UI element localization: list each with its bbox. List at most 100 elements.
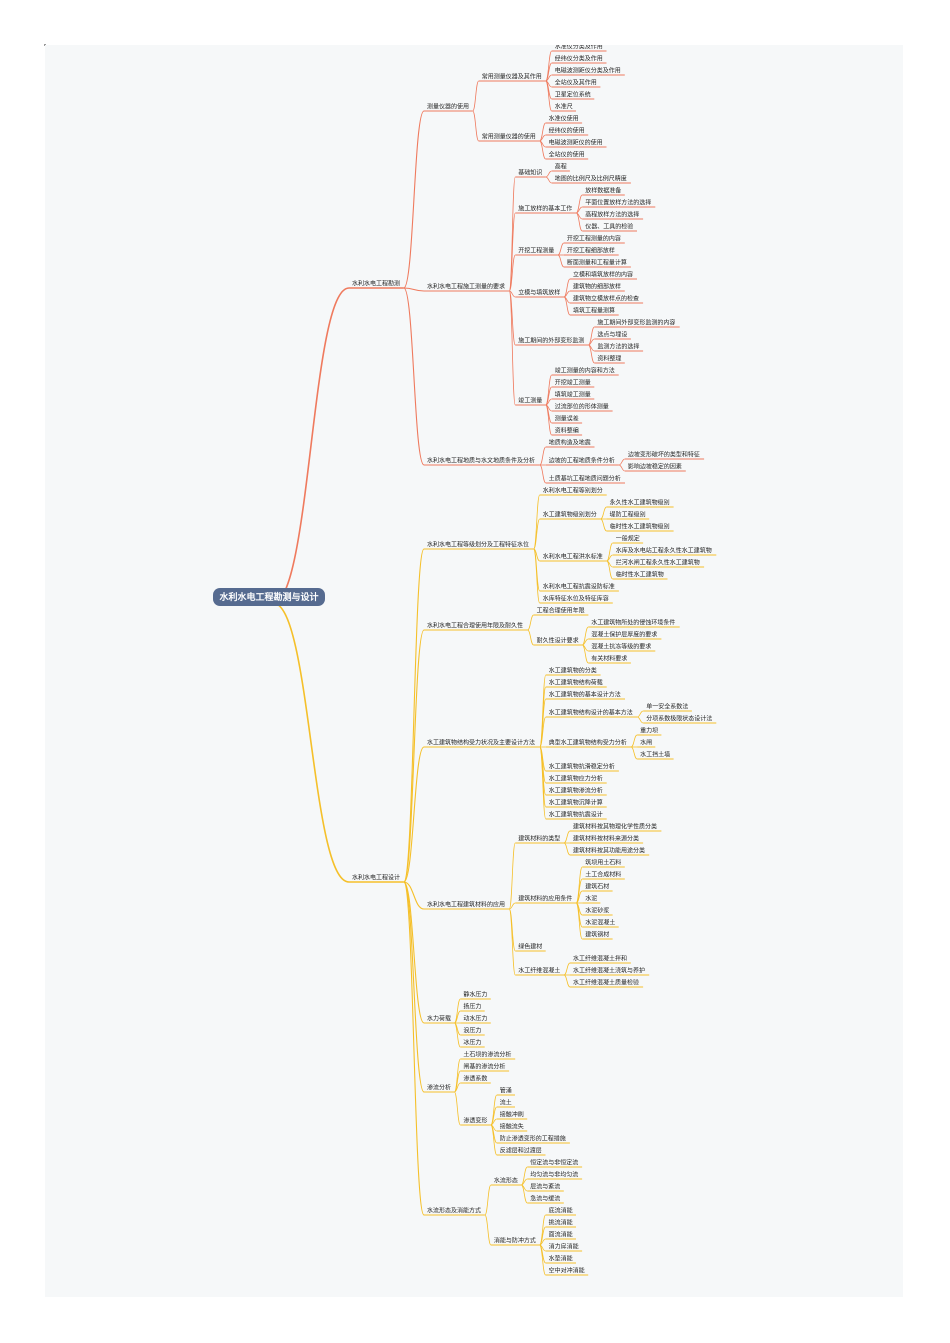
leaf-node[interactable]: 接触冲刷 <box>496 1111 528 1120</box>
leaf-node[interactable]: 开挖工程细部放样 <box>563 247 619 256</box>
leaf-node[interactable]: 高程放样方法的选择 <box>582 211 644 220</box>
leaf-node[interactable]: 绿色建材 <box>515 943 546 952</box>
leaf-node[interactable]: 水工建筑物应力分析 <box>545 775 607 784</box>
leaf-node[interactable]: 影响边坡稳定的因素 <box>624 463 686 472</box>
leaf-node[interactable]: 水工建筑物所处的侵蚀环境条件 <box>588 619 680 628</box>
leaf-node[interactable]: 水准仪使用 <box>545 115 583 124</box>
leaf-node[interactable]: 重力坝 <box>637 727 662 736</box>
leaf-node[interactable]: 急流与缓流 <box>527 1195 564 1204</box>
leaf-node[interactable]: 水垫消能 <box>545 1255 576 1264</box>
topic-node[interactable]: 水利水电工程合理使用年限及耐久性 <box>424 622 528 631</box>
topic-node[interactable]: 建筑材料的应用条件 <box>515 895 577 904</box>
topic-node[interactable]: 典型水工建筑物结构受力分析 <box>545 739 632 748</box>
leaf-node[interactable]: 消力戽消能 <box>545 1243 583 1252</box>
branch-node[interactable]: 水利水电工程勘测 <box>349 280 404 289</box>
leaf-node[interactable]: 仪器、工具的检验 <box>582 223 637 232</box>
leaf-node[interactable]: 水工建筑物的分类 <box>545 667 601 676</box>
topic-node[interactable]: 水流形态 <box>490 1177 522 1186</box>
leaf-node[interactable]: 筑坝用土石料 <box>582 859 625 868</box>
leaf-node[interactable]: 分项系数极限状态设计法 <box>643 715 717 724</box>
leaf-node[interactable]: 水工建筑物抗震设计 <box>545 811 607 820</box>
leaf-node[interactable]: 接触流失 <box>496 1123 528 1132</box>
branch-node[interactable]: 水利水电工程设计 <box>349 874 404 883</box>
leaf-node[interactable]: 选点与埋设 <box>594 331 631 340</box>
leaf-node[interactable]: 过流部位的形体测量 <box>551 403 613 412</box>
leaf-node[interactable]: 水工建筑物结构荷载 <box>545 679 607 688</box>
leaf-node[interactable]: 面流消能 <box>545 1231 576 1240</box>
leaf-node[interactable]: 水工纤维混凝土质量检验 <box>570 979 644 988</box>
leaf-node[interactable]: 开挖工程测量的内容 <box>563 235 625 244</box>
topic-node[interactable]: 常用测量仪器及其作用 <box>478 73 546 82</box>
leaf-node[interactable]: 空中对冲消能 <box>545 1267 589 1276</box>
topic-node[interactable]: 立模与填筑放样 <box>515 289 564 298</box>
leaf-node[interactable]: 水库特征水位及特征库容 <box>539 595 613 604</box>
leaf-node[interactable]: 水工纤维混凝土拌和 <box>570 955 631 964</box>
leaf-node[interactable]: 水工建筑物沉降计算 <box>545 799 607 808</box>
leaf-node[interactable]: 电磁波测距仪的使用 <box>545 139 607 148</box>
leaf-node[interactable]: 土工合成材料 <box>582 871 625 880</box>
leaf-node[interactable]: 静水压力 <box>460 991 491 1000</box>
topic-node[interactable]: 水工建筑物结构受力状况及主要设计方法 <box>424 739 540 748</box>
topic-node[interactable]: 水利水电工程建筑材料的应用 <box>424 901 510 910</box>
leaf-node[interactable]: 边坡变形破坏的类型和特征 <box>624 451 705 460</box>
leaf-node[interactable]: 卫星定位系统 <box>551 91 595 100</box>
leaf-node[interactable]: 混凝土抗冻等级的要求 <box>588 643 656 652</box>
leaf-node[interactable]: 高程 <box>551 163 570 172</box>
leaf-node[interactable]: 临时性水工建筑物 <box>612 571 668 580</box>
topic-node[interactable]: 水利水电工程洪水标准 <box>539 553 607 562</box>
leaf-node[interactable]: 拦河水闸工程永久性水工建筑物 <box>612 559 705 568</box>
leaf-node[interactable]: 水工建筑物的基本设计方法 <box>545 691 625 700</box>
leaf-node[interactable]: 流土 <box>496 1099 515 1108</box>
leaf-node[interactable]: 扬压力 <box>460 1003 485 1012</box>
leaf-node[interactable]: 竣工测量的内容和方法 <box>551 367 619 376</box>
topic-node[interactable]: 水工建筑物结构设计的基本方法 <box>545 709 638 718</box>
leaf-node[interactable]: 建筑材料按材料来源分类 <box>570 835 644 844</box>
leaf-node[interactable]: 工程合理使用年限 <box>533 607 589 616</box>
leaf-node[interactable]: 资料整编 <box>551 427 583 436</box>
topic-node[interactable]: 施工期间的外部变形监测 <box>515 337 589 346</box>
topic-node[interactable]: 水工纤维混凝土 <box>515 967 564 976</box>
leaf-node[interactable]: 闸基的渗流分析 <box>460 1063 510 1072</box>
leaf-node[interactable]: 堤防工程级别 <box>606 511 650 520</box>
leaf-node[interactable]: 建筑钢材 <box>582 931 613 940</box>
leaf-node[interactable]: 渗透系数 <box>460 1075 491 1084</box>
leaf-node[interactable]: 施工期间外部变形监测的内容 <box>594 319 680 328</box>
topic-node[interactable]: 水力荷载 <box>424 1015 455 1024</box>
mind-map-canvas[interactable]: 水利水电工程勘测测量仪器的使用常用测量仪器及其作用水准仪分类及作用经纬仪分类及作… <box>45 45 903 1297</box>
leaf-node[interactable]: 水工挡土墙 <box>637 751 674 760</box>
leaf-node[interactable]: 建筑石材 <box>582 883 613 892</box>
leaf-node[interactable]: 放样数据准备 <box>582 187 625 196</box>
leaf-node[interactable]: 管涌 <box>496 1087 515 1096</box>
leaf-node[interactable]: 立模和填筑放样的内容 <box>570 271 637 280</box>
leaf-node[interactable]: 水泥砂浆 <box>582 907 613 916</box>
leaf-node[interactable]: 均匀流与非均匀流 <box>527 1171 583 1180</box>
topic-node[interactable]: 水工建筑物级别划分 <box>539 511 601 520</box>
leaf-node[interactable]: 水利水电工程抗震设防标准 <box>539 583 619 592</box>
leaf-node[interactable]: 有关材料要求 <box>588 655 631 664</box>
leaf-node[interactable]: 电磁波测距仪分类及作用 <box>551 67 625 76</box>
leaf-node[interactable]: 平面位置放样方法的选择 <box>582 199 656 208</box>
topic-node[interactable]: 常用测量仪器的使用 <box>478 133 540 142</box>
leaf-node[interactable]: 全站仪及其作用 <box>551 79 601 88</box>
topic-node[interactable]: 耐久性设计要求 <box>533 637 583 646</box>
leaf-node[interactable]: 填筑工程量测算 <box>570 307 619 316</box>
topic-node[interactable]: 施工放样的基本工作 <box>515 205 577 214</box>
leaf-node[interactable]: 混凝土保护层厚度的要求 <box>588 631 662 640</box>
leaf-node[interactable]: 建筑物立模放样点的检查 <box>570 295 644 304</box>
leaf-node[interactable]: 建筑物的细部放样 <box>570 283 625 292</box>
leaf-node[interactable]: 地图的比例尺及比例尺精度 <box>551 175 631 184</box>
topic-node[interactable]: 水利水电工程地质与水文地质条件及分析 <box>424 457 540 466</box>
leaf-node[interactable]: 水准尺 <box>551 103 576 112</box>
topic-node[interactable]: 开挖工程测量 <box>515 247 558 256</box>
leaf-node[interactable]: 水泥 <box>582 895 601 904</box>
leaf-node[interactable]: 断面测量和工程量计算 <box>563 259 631 268</box>
leaf-node[interactable]: 土石坝的渗流分析 <box>460 1051 516 1060</box>
leaf-node[interactable]: 监测方法的选择 <box>594 343 644 352</box>
topic-node[interactable]: 基础知识 <box>515 169 546 178</box>
leaf-node[interactable]: 水利水电工程等别划分 <box>539 487 607 496</box>
leaf-node[interactable]: 开挖竣工测量 <box>551 379 595 388</box>
root-node[interactable]: 水利水电工程勘测与设计 <box>213 588 325 606</box>
leaf-node[interactable]: 水闸 <box>637 739 656 748</box>
leaf-node[interactable]: 动水压力 <box>460 1015 491 1024</box>
leaf-node[interactable]: 建筑材料按其物理化学性质分类 <box>570 823 662 832</box>
